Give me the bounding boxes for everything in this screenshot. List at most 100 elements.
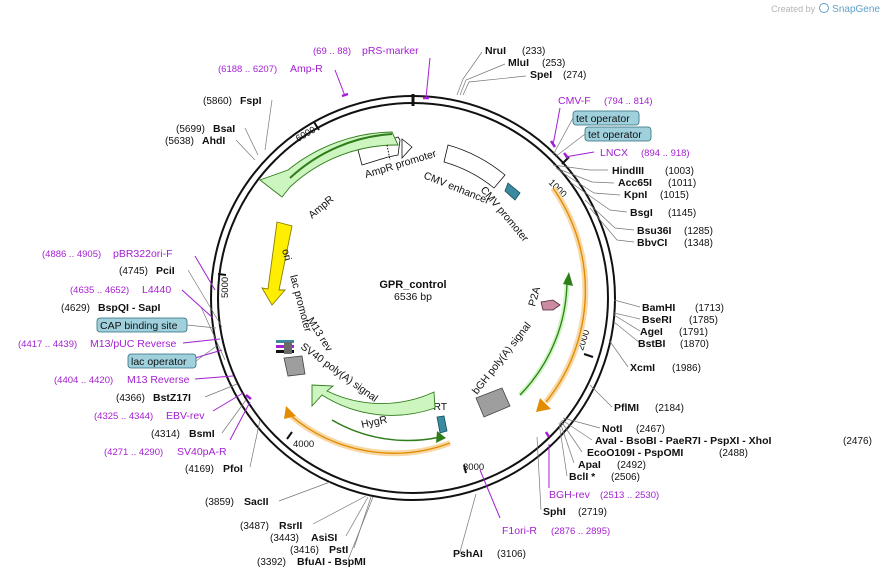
plasmid-size: 6536 bp (394, 291, 432, 303)
site-bsgi: BsgI (630, 207, 653, 219)
site-bcli-pos: (2506) (611, 472, 640, 483)
site-rsrii-pos: (3487) (240, 521, 269, 532)
primer-cmv-f: CMV-F (558, 95, 591, 107)
primer-sv40pa-r-pos: (4271 .. 4290) (104, 447, 163, 458)
green-gene-track (519, 277, 568, 396)
box-leaders (186, 117, 586, 362)
ori-arrow (261, 221, 293, 306)
tick-label-5000: 5000 (220, 277, 231, 298)
site-bbvci: BbvCI (637, 237, 667, 249)
cmv-promoter-arrow (504, 182, 521, 201)
site-bspqi-group: BspQI - SapI (98, 302, 161, 314)
site-bspqi-pos: (4629) (61, 303, 90, 314)
primer-lncx-pos: (894 .. 918) (641, 148, 690, 159)
ampr-label: AmpR (306, 193, 336, 221)
site-bfuai-pos: (3392) (257, 557, 286, 568)
site-pshai: PshAI (453, 548, 483, 560)
site-pfoi: PfoI (223, 463, 243, 475)
primer-cmv-f-pos: (794 .. 814) (604, 96, 653, 107)
primer-leaders (181, 57, 595, 519)
primer-sv40pa-r: SV40pA-R (177, 446, 227, 458)
snapgene-brand: SnapGene (832, 4, 880, 15)
site-pflmi-pos: (2184) (655, 403, 684, 414)
tick-1000 (561, 156, 570, 165)
tet-operator-2-box: tet operator (584, 126, 652, 142)
site-acc65i: Acc65I (618, 177, 652, 189)
site-psti: PstI (329, 544, 348, 556)
site-avai-group: AvaI - BsoBI - PaeR7I - PspXI - XhoI (595, 435, 771, 447)
primer-m13-reverse-pos: (4404 .. 4420) (54, 375, 113, 386)
primer-l4440: L4440 (142, 284, 171, 296)
site-noti-pos: (2467) (636, 424, 665, 435)
plasmid-name: GPR_control (379, 279, 446, 291)
tick-3000 (463, 464, 467, 474)
snapgene-credit: Created by SnapGene (771, 3, 880, 15)
site-hindiii-pos: (1003) (665, 166, 694, 177)
ampr-promoter-head (401, 138, 413, 160)
primer-prs-marker: pRS-marker (362, 45, 419, 57)
site-bsmi: BsmI (189, 428, 215, 440)
site-mlui: MluI (508, 57, 529, 69)
hygr-arrow (311, 384, 436, 416)
created-by-label: Created by (771, 4, 816, 14)
site-ahdi-pos: (5638) (165, 136, 194, 147)
site-fspi: FspI (240, 95, 262, 107)
site-bstz17i: BstZ17I (153, 392, 191, 404)
primer-pbr322ori-f-pos: (4886 .. 4905) (42, 249, 101, 260)
site-pcii: PciI (156, 265, 175, 277)
orange-gene-2-head (284, 406, 296, 419)
site-leaders (187, 51, 641, 561)
backbone (210, 94, 616, 501)
primer-ebv-rev-pos: (4325 .. 4344) (94, 411, 153, 422)
p2a-arrow (540, 299, 561, 311)
site-ecoo109i-group-pos: (2488) (719, 448, 748, 459)
bgh-polya-label: bGH poly(A) signal (470, 320, 534, 397)
site-spei: SpeI (530, 69, 552, 81)
primer-amp-r: Amp-R (290, 63, 323, 75)
tick-2000 (583, 353, 594, 358)
primer-amp-r-pos: (6188 .. 6207) (218, 64, 277, 75)
primer-m13-puc-reverse: M13/pUC Reverse (90, 338, 177, 350)
primer-ticks (245, 92, 569, 438)
primer-f1ori-r-pos: (2876 .. 2895) (551, 526, 610, 537)
site-apai-pos: (2492) (617, 460, 646, 471)
site-sacii-pos: (3859) (205, 497, 234, 508)
green-gene-head (563, 272, 573, 286)
hygr-track (331, 419, 441, 442)
hygr-label: HygR (360, 414, 389, 431)
cmv-enhancer-arrow (443, 144, 506, 189)
site-xcmi: XcmI (630, 362, 655, 374)
tick-marks (217, 121, 594, 474)
site-agei: AgeI (640, 326, 663, 338)
lac-cluster (276, 340, 294, 354)
tet-operator-1-box: tet operator (572, 110, 640, 126)
site-nrui-pos: (233) (522, 46, 545, 57)
orange-gene-track (545, 187, 587, 403)
site-mlui-pos: (253) (542, 58, 565, 69)
site-bstbi-pos: (1870) (680, 339, 709, 350)
primer-bgh-rev-pos: (2513 .. 2530) (600, 490, 659, 501)
frt-arrow (436, 415, 448, 434)
site-bseri: BseRI (642, 314, 672, 326)
site-xcmi-pos: (1986) (672, 363, 701, 374)
lac-operator-label: lac operator (131, 356, 187, 368)
site-asisi-pos: (3443) (270, 533, 299, 544)
tick-6000 (313, 121, 320, 131)
site-bbvci-pos: (1348) (684, 238, 713, 249)
site-pflmi: PflMI (614, 402, 639, 414)
site-sphi: SphI (543, 506, 566, 518)
site-agei-pos: (1791) (679, 327, 708, 338)
site-kpni: KpnI (624, 189, 647, 201)
site-bsai-pos: (5699) (176, 124, 205, 135)
primer-prs-marker-pos: (69 .. 88) (313, 46, 351, 57)
tick-label-6000: 6000 (294, 125, 318, 145)
site-rsrii: RsrII (279, 520, 302, 532)
site-bcli: BclI * (569, 471, 596, 483)
site-bsu36i: Bsu36I (637, 225, 672, 237)
site-apai: ApaI (578, 459, 601, 471)
p2a-label: P2A (526, 285, 543, 307)
site-bsai: BsaI (213, 123, 235, 135)
tick-4000 (286, 431, 293, 440)
tet-operator-2-label: tet operator (588, 129, 642, 141)
primer-pbr322ori-f: pBR322ori-F (113, 248, 173, 260)
